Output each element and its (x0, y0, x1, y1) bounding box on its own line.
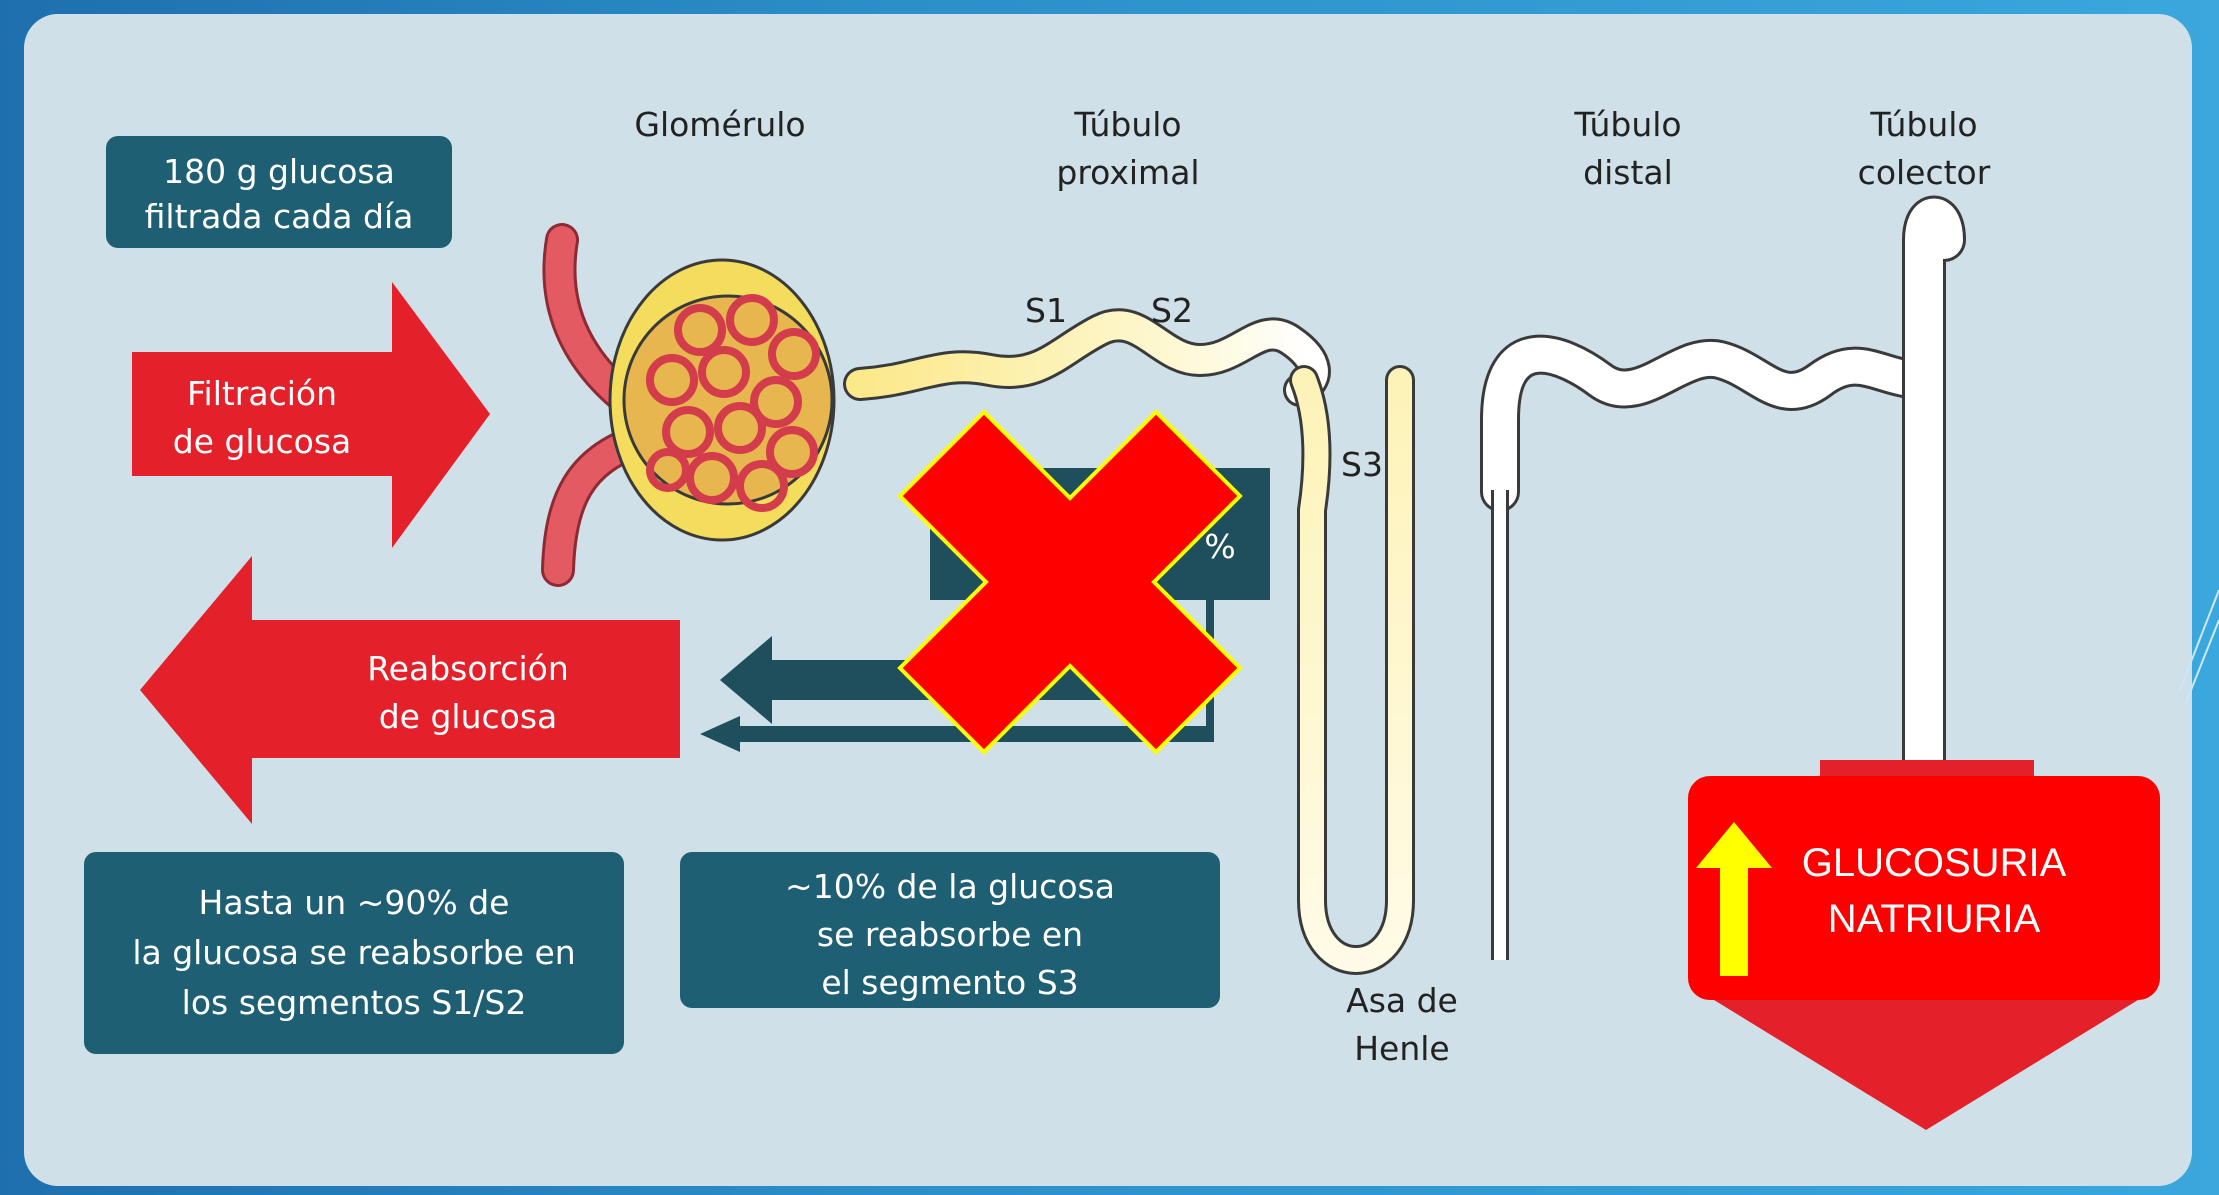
filtration-arrow (132, 282, 490, 548)
label-tubulo-proximal-2: proximal (1056, 153, 1199, 192)
label-tubulo-colector-1: Túbulo (1869, 105, 1977, 144)
reabsorption-arrow-line-1: Reabsorción (367, 649, 569, 688)
reabsorption-arrow-line-2: de glucosa (379, 697, 558, 736)
s3-info-line-2: se reabsorbe en (817, 915, 1083, 954)
label-s2: S2 (1151, 291, 1193, 330)
label-s3: S3 (1341, 445, 1383, 484)
result-line-natriuria: NATRIURIA (1828, 897, 2041, 941)
label-tubulo-proximal-1: Túbulo (1073, 105, 1181, 144)
label-asa-henle-1: Asa de (1346, 981, 1458, 1020)
hidden-percentage-fragment: % (1204, 527, 1235, 566)
s1s2-info-line-3: los segmentos S1/S2 (182, 983, 527, 1022)
s3-info-line-3: el segmento S3 (821, 963, 1078, 1002)
glomerulus (558, 240, 834, 570)
filtration-arrow-line-2: de glucosa (173, 422, 352, 461)
label-tubulo-colector-2: colector (1858, 153, 1991, 192)
result-box (1688, 776, 2160, 1000)
label-asa-henle-2: Henle (1354, 1029, 1450, 1068)
label-s1: S1 (1025, 291, 1067, 330)
result-line-glucosuria: GLUCOSURIA (1802, 841, 2067, 885)
filtered-glucose-line-2: filtrada cada día (145, 197, 414, 236)
s1s2-info-line-1: Hasta un ~90% de (199, 883, 510, 922)
filtration-arrow-line-1: Filtración (187, 374, 337, 413)
filtered-glucose-line-1: 180 g glucosa (163, 152, 395, 191)
label-tubulo-distal-1: Túbulo (1573, 105, 1681, 144)
s3-info-line-1: ~10% de la glucosa (785, 867, 1115, 906)
label-tubulo-distal-2: distal (1583, 153, 1673, 192)
label-glomerulo: Glomérulo (634, 105, 805, 144)
decorative-edge-lines (2180, 590, 2219, 705)
s1s2-info-line-2: la glucosa se reabsorbe en (132, 933, 575, 972)
reabsorption-arrow (140, 556, 680, 824)
